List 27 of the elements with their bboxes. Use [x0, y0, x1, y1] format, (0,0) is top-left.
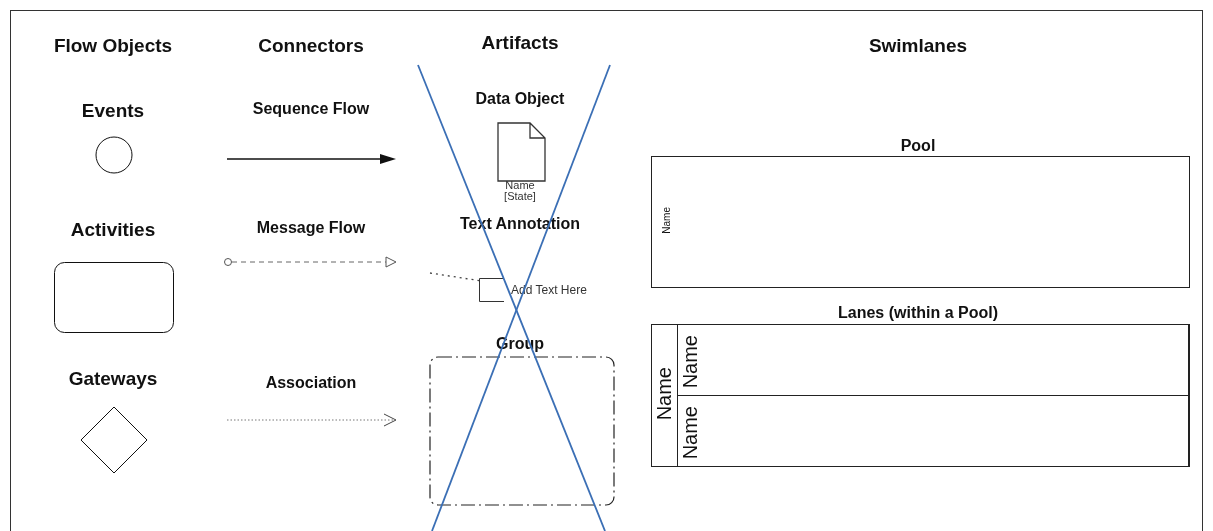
- heading: Connectors: [257, 34, 365, 58]
- association-line: [429, 272, 480, 282]
- gateway-diamond: [80, 406, 148, 474]
- lane: [677, 395, 1190, 467]
- heading: Activities: [69, 218, 157, 242]
- group-box: [429, 356, 615, 506]
- heading: Gateways: [67, 367, 159, 391]
- lane-name: Name: [680, 335, 700, 389]
- heading: Flow Objects: [52, 34, 174, 58]
- activity-box: [54, 262, 174, 333]
- pool: [651, 156, 1190, 288]
- heading: Pool: [899, 136, 937, 156]
- heading: Data Object: [474, 89, 566, 109]
- heading: Association: [264, 373, 358, 393]
- pool-name: Name: [662, 207, 672, 234]
- pool-name: Name: [654, 367, 674, 421]
- event-circle: [95, 136, 133, 174]
- heading: Message Flow: [255, 218, 367, 238]
- heading: Lanes (within a Pool): [837, 303, 999, 323]
- heading: Swimlanes: [867, 34, 969, 58]
- heading: Events: [80, 99, 146, 123]
- heading: Artifacts: [480, 31, 560, 55]
- lane: [677, 324, 1190, 396]
- heading: Sequence Flow: [251, 99, 371, 119]
- data-object-label: Name [State]: [503, 180, 537, 202]
- lane-name: Name: [680, 406, 700, 460]
- pool: [651, 324, 1189, 467]
